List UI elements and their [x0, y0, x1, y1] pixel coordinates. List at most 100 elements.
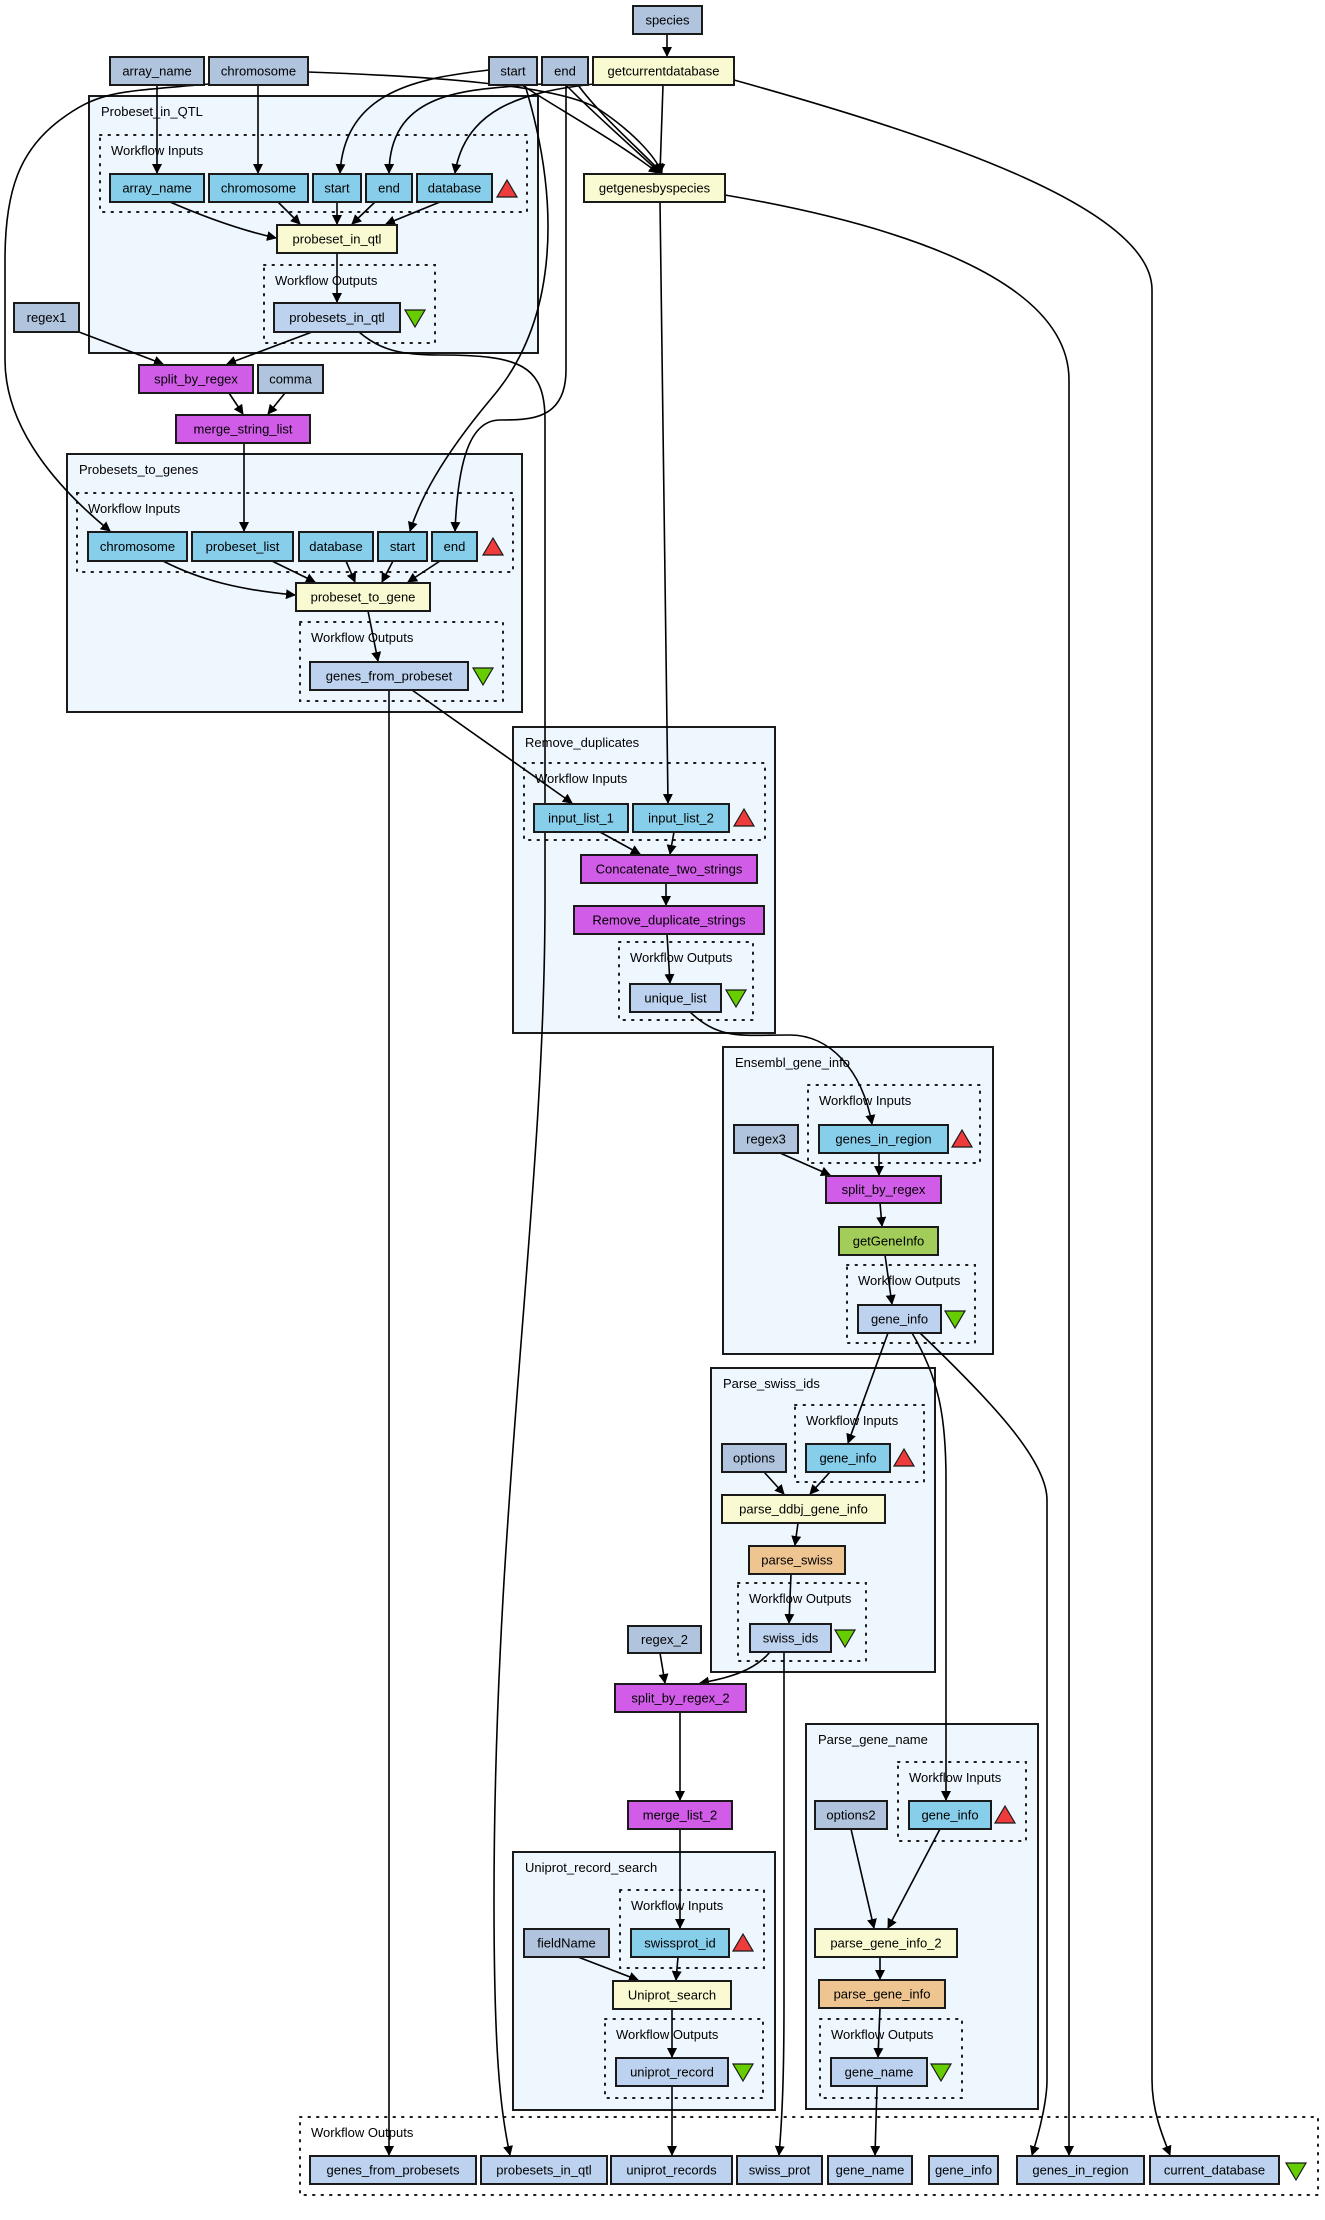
pg-input-end[interactable]: end [431, 531, 478, 562]
pq-output-probesets-in-qtl[interactable]: probesets_in_qtl [273, 302, 401, 333]
processor-remove-duplicate-strings[interactable]: Remove_duplicate_strings [573, 905, 765, 935]
workflow-output-current-database-box[interactable] [1149, 2155, 1280, 2185]
input-start[interactable]: start [488, 56, 538, 86]
ps-input-gene-info[interactable]: gene_info [805, 1443, 891, 1473]
workflow-output-genes-from-probesets-box[interactable] [309, 2155, 477, 2185]
eg-input-genes-in-region[interactable]: genes_in_region [818, 1124, 949, 1154]
pg-input-start-box[interactable] [377, 531, 428, 562]
pq-input-chromosome-box[interactable] [208, 173, 309, 203]
rd-input-list-2[interactable]: input_list_2 [632, 803, 730, 833]
input-start-box[interactable] [488, 56, 538, 86]
processor-getcurrentdatabase[interactable]: getcurrentdatabase [592, 56, 735, 86]
processor-probeset-to-gene[interactable]: probeset_to_gene [295, 582, 431, 612]
processor-merge-list-2[interactable]: merge_list_2 [627, 1800, 733, 1830]
pg-input-probeset-list-box[interactable] [191, 531, 294, 562]
workflow-output-uniprot-records-box[interactable] [610, 2155, 733, 2185]
input-regex3[interactable]: regex3 [733, 1124, 799, 1154]
pg-input-database[interactable]: database [298, 531, 374, 562]
pq-input-array-name[interactable]: array_name [109, 173, 205, 203]
processor-parse-gene-info[interactable]: parse_gene_info [818, 1979, 946, 2009]
workflow-output-gene-name[interactable]: gene_name [827, 2155, 913, 2185]
input-chromosome[interactable]: chromosome [208, 56, 309, 86]
rd-output-unique-list[interactable]: unique_list [629, 983, 722, 1013]
input-comma-box[interactable] [257, 364, 324, 394]
input-end-box[interactable] [541, 56, 589, 86]
input-chromosome-box[interactable] [208, 56, 309, 86]
processor-split-by-regex-2-box[interactable] [614, 1683, 747, 1713]
processor-parse-swiss[interactable]: parse_swiss [748, 1545, 846, 1575]
processor-split-by-regex-3-box[interactable] [825, 1175, 942, 1204]
eg-output-gene-info[interactable]: gene_info [857, 1304, 942, 1334]
processor-parse-ddbj-gene-info[interactable]: parse_ddbj_gene_info [721, 1494, 886, 1524]
input-fieldname-box[interactable] [523, 1928, 610, 1958]
processor-concatenate-two-strings-box[interactable] [580, 854, 758, 884]
rd-input-list-1-box[interactable] [533, 803, 629, 833]
ur-input-swissprot-id-box[interactable] [630, 1928, 730, 1958]
processor-uniprot-search[interactable]: Uniprot_search [612, 1980, 732, 2010]
pq-input-array-name-box[interactable] [109, 173, 205, 203]
processor-concatenate-two-strings[interactable]: Concatenate_two_strings [580, 854, 758, 884]
rd-output-unique-list-box[interactable] [629, 983, 722, 1013]
processor-merge-list-2-box[interactable] [627, 1800, 733, 1830]
pq-input-database-box[interactable] [416, 173, 493, 203]
pq-input-chromosome[interactable]: chromosome [208, 173, 309, 203]
ps-output-swiss-ids-box[interactable] [749, 1623, 832, 1653]
input-regex-2-box[interactable] [627, 1625, 702, 1654]
pq-input-database[interactable]: database [416, 173, 493, 203]
pg-input-probeset-list[interactable]: probeset_list [191, 531, 294, 562]
processor-getgenesbyspecies[interactable]: getgenesbyspecies [583, 173, 726, 203]
workflow-output-gene-info-box[interactable] [928, 2155, 999, 2185]
processor-uniprot-search-box[interactable] [612, 1980, 732, 2010]
processor-getcurrentdatabase-box[interactable] [592, 56, 735, 86]
processor-getgenesbyspecies-box[interactable] [583, 173, 726, 203]
input-regex3-box[interactable] [733, 1124, 799, 1154]
input-array-name-box[interactable] [109, 56, 205, 86]
pg-input-database-box[interactable] [298, 531, 374, 562]
pn-input-gene-info[interactable]: gene_info [908, 1800, 992, 1830]
workflow-output-gene-name-box[interactable] [827, 2155, 913, 2185]
pg-input-chromosome[interactable]: chromosome [87, 531, 188, 562]
processor-getgeneinfo-box[interactable] [838, 1226, 939, 1256]
workflow-output-genes-in-region[interactable]: genes_in_region [1016, 2155, 1145, 2185]
eg-output-gene-info-box[interactable] [857, 1304, 942, 1334]
input-species[interactable]: species [632, 5, 703, 35]
processor-merge-string-list-box[interactable] [175, 414, 311, 444]
processor-parse-ddbj-gene-info-box[interactable] [721, 1494, 886, 1524]
pg-input-start[interactable]: start [377, 531, 428, 562]
input-regex-2[interactable]: regex_2 [627, 1625, 702, 1654]
eg-input-genes-in-region-box[interactable] [818, 1124, 949, 1154]
workflow-output-current-database[interactable]: current_database [1149, 2155, 1280, 2185]
pq-input-start[interactable]: start [312, 173, 362, 203]
pn-output-gene-name-box[interactable] [830, 2057, 928, 2087]
pn-input-gene-info-box[interactable] [908, 1800, 992, 1830]
rd-input-list-1[interactable]: input_list_1 [533, 803, 629, 833]
pq-output-probesets-in-qtl-box[interactable] [273, 302, 401, 333]
processor-getgeneinfo[interactable]: getGeneInfo [838, 1226, 939, 1256]
processor-split-by-regex-3[interactable]: split_by_regex [825, 1175, 942, 1204]
input-regex1[interactable]: regex1 [13, 302, 80, 333]
input-options2[interactable]: options2 [814, 1800, 888, 1830]
processor-parse-gene-info-2-box[interactable] [814, 1928, 958, 1958]
pg-input-end-box[interactable] [431, 531, 478, 562]
ur-output-uniprot-record-box[interactable] [615, 2057, 729, 2087]
ur-input-swissprot-id[interactable]: swissprot_id [630, 1928, 730, 1958]
input-comma[interactable]: comma [257, 364, 324, 394]
pq-input-end[interactable]: end [365, 173, 413, 203]
workflow-output-swiss-prot-box[interactable] [736, 2155, 823, 2185]
processor-split-by-regex-2[interactable]: split_by_regex_2 [614, 1683, 747, 1713]
pg-output-genes-from-probeset-box[interactable] [309, 661, 469, 691]
input-end[interactable]: end [541, 56, 589, 86]
pn-output-gene-name[interactable]: gene_name [830, 2057, 928, 2087]
input-options2-box[interactable] [814, 1800, 888, 1830]
rd-input-list-2-box[interactable] [632, 803, 730, 833]
workflow-output-gene-info[interactable]: gene_info [928, 2155, 999, 2185]
processor-parse-gene-info-2[interactable]: parse_gene_info_2 [814, 1928, 958, 1958]
pg-output-genes-from-probeset[interactable]: genes_from_probeset [309, 661, 469, 691]
input-options[interactable]: options [721, 1443, 787, 1473]
processor-remove-duplicate-strings-box[interactable] [573, 905, 765, 935]
pq-input-start-box[interactable] [312, 173, 362, 203]
input-species-box[interactable] [632, 5, 703, 35]
workflow-output-swiss-prot[interactable]: swiss_prot [736, 2155, 823, 2185]
processor-parse-swiss-box[interactable] [748, 1545, 846, 1575]
workflow-output-probesets-in-qtl[interactable]: probesets_in_qtl [480, 2155, 608, 2185]
